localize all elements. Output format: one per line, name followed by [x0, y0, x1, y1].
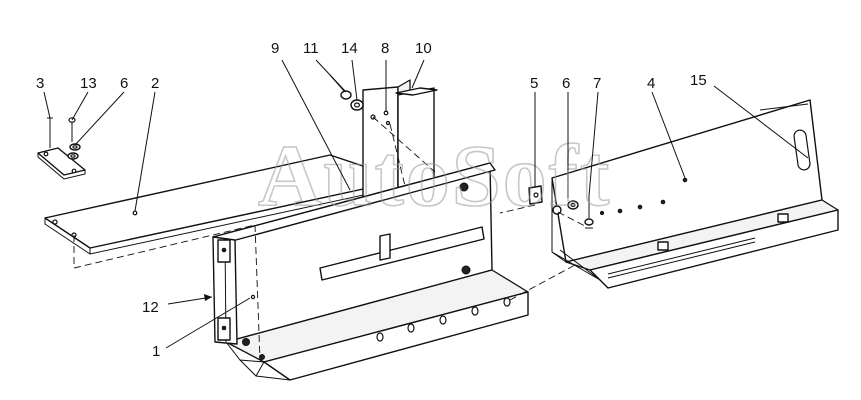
leader-lines	[43, 59, 809, 349]
clip	[777, 213, 789, 223]
callout-9: 9	[271, 40, 279, 57]
callout-13: 13	[80, 75, 97, 92]
callout-6b: 6	[562, 75, 570, 92]
callout-2: 2	[151, 75, 159, 92]
callout-4: 4	[647, 75, 655, 92]
part-2-top-plate	[44, 154, 406, 255]
part-1-main-channel	[212, 162, 529, 381]
clip	[657, 241, 669, 251]
callout-3: 3	[36, 75, 44, 92]
slot-hole	[793, 129, 811, 171]
right-fasteners	[528, 168, 594, 229]
callout-10: 10	[415, 40, 432, 57]
plate-hole	[52, 219, 58, 225]
callout-15: 15	[690, 72, 707, 89]
small-bracket-with-screws	[37, 117, 86, 180]
callout-1: 1	[152, 343, 160, 360]
watermark-text: AutoSoft	[258, 128, 611, 225]
callout-6: 6	[120, 75, 128, 92]
assembly-dashed-lines	[73, 116, 586, 361]
callout-7: 7	[593, 75, 601, 92]
part-4-right-channel	[551, 99, 839, 289]
plate-hole	[132, 210, 138, 216]
callout-14: 14	[341, 40, 358, 57]
callout-12: 12	[142, 299, 159, 316]
callout-11: 11	[303, 40, 319, 57]
callout-labels: 3 13 6 2 9 11 14 8 10 5 6 7 4 15 12 1	[36, 40, 707, 360]
callout-8: 8	[381, 40, 389, 57]
callout-5: 5	[530, 75, 538, 92]
